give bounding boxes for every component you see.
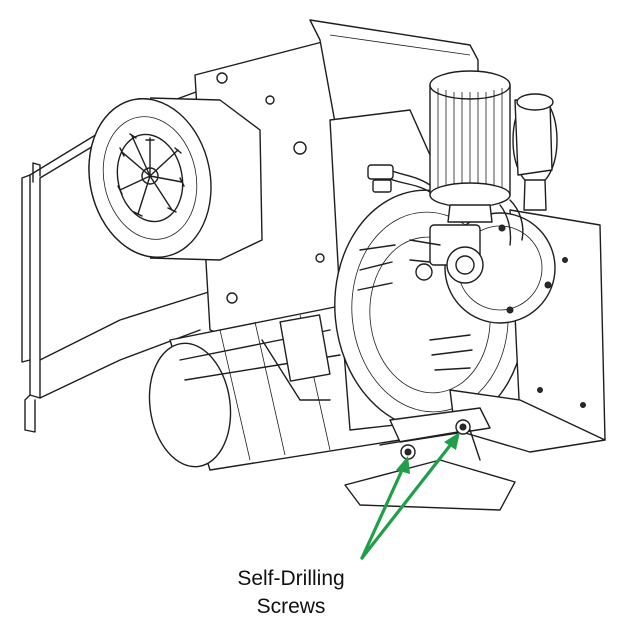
callout-line-1: Self-Drilling bbox=[237, 567, 345, 590]
self-drilling-screw-right bbox=[455, 419, 471, 435]
fuel-lines bbox=[367, 164, 524, 246]
air-inlet-vanes bbox=[117, 133, 185, 217]
solenoid-valve bbox=[512, 93, 558, 211]
self-drilling-screw-left bbox=[400, 444, 416, 460]
callout-label: Self-Drilling Screws bbox=[206, 565, 376, 621]
mounting-flange bbox=[344, 407, 516, 511]
air-inlet-shroud bbox=[88, 97, 263, 261]
oil-filter bbox=[429, 70, 511, 223]
callout-line-2: Screws bbox=[256, 595, 326, 618]
callout-arrows bbox=[360, 432, 460, 560]
oil-pump bbox=[409, 212, 556, 324]
